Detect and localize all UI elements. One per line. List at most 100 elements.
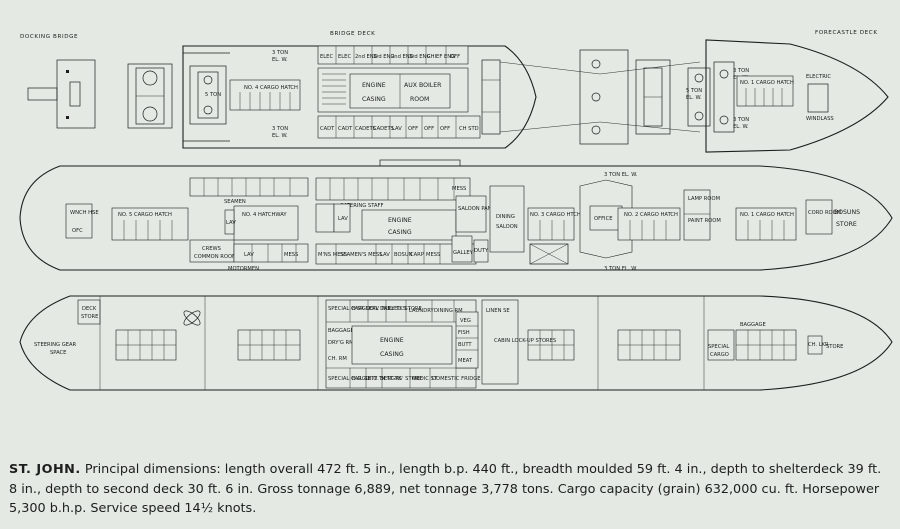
deck-label: CHIEF ENG: [427, 54, 455, 60]
plan-line: [189, 177, 309, 197]
deck-label: 5 TON: [686, 88, 702, 94]
plan-line: [807, 83, 829, 113]
plan-line: [618, 330, 680, 360]
plan-line: [239, 92, 291, 110]
deck-label: CADETS: [373, 126, 394, 132]
deck-label: BUTT: [458, 342, 472, 348]
plan-line: [317, 45, 469, 65]
deck-label: CARGO: [710, 352, 729, 358]
plan-line: [19, 165, 893, 271]
deck-label: NO. 1 CARGO HATCH: [740, 212, 794, 218]
plan-line: [69, 81, 81, 107]
deck-label: OFF: [450, 54, 460, 60]
deck-label: CH. RM: [328, 356, 347, 362]
deck-label: SEAMEN: [224, 199, 246, 205]
deck-label: DUTY MESS: [474, 248, 504, 254]
deck-label: LAV: [226, 220, 236, 226]
deck-label: 3rd ENG: [409, 54, 430, 60]
deck-label: B'SR SERV TKS: [352, 306, 390, 312]
second-deck-plan: DECK STORE STEERING GEAR SPACE: [19, 295, 893, 391]
plan-line: [599, 121, 701, 133]
no4-cargo-hatch: [229, 79, 301, 111]
deck-label: B.O. SETT TK: [352, 376, 386, 382]
deck-label: CASING: [362, 96, 386, 103]
plan-line: [591, 92, 601, 102]
deck-label: OIL DAILY TKS: [370, 306, 406, 312]
deck-label: CREWS: [202, 246, 221, 252]
deck-label: SPACE: [50, 350, 66, 356]
deck-label: 3 TON: [272, 50, 288, 56]
bridge-deck-title: BRIDGE DECK: [330, 31, 375, 37]
plan-line: [317, 115, 481, 139]
plan-line: [719, 115, 729, 125]
deck-label: STORE: [81, 314, 98, 320]
deck-label: BOSUN: [394, 252, 413, 258]
plan-line: [182, 45, 537, 149]
plan-line: [19, 295, 893, 391]
deck-label: LAMP ROOM: [688, 196, 720, 202]
shelter-deck-plan: WNCH HSE OFC NO. 5 CARGO HATCH SEAMEN NO…: [19, 159, 893, 272]
plan-line: [326, 300, 476, 388]
plan-line: [56, 59, 96, 129]
plan-line: [473, 239, 489, 263]
deck-label: MESS: [426, 252, 440, 258]
plan-line: [694, 111, 704, 121]
no5-cargo-hatch: [111, 207, 189, 241]
bridge-ton-label: 5 TON: [205, 92, 221, 98]
deck-label: ELECTRIC: [806, 74, 831, 80]
deck-label: AUX BOILER: [404, 82, 442, 89]
plan-line: [233, 243, 309, 263]
deck-label: LAV: [392, 126, 402, 132]
deck-label: M'NS MESS: [318, 252, 347, 258]
plan-line: [736, 330, 796, 360]
plan-line: [27, 87, 58, 101]
plan-line: [455, 195, 487, 233]
ship-name: ST. JOHN.: [9, 462, 81, 477]
plan-line: [251, 244, 297, 262]
plan-line: [203, 75, 213, 85]
plan-line: [694, 73, 704, 83]
deck-label: 3 TON: [272, 126, 288, 132]
plan-line: [499, 61, 601, 75]
forecastle-deck-title: FORECASTLE DECK: [815, 30, 878, 36]
deck-label: SALOON: [496, 224, 518, 230]
plan-line: [805, 199, 833, 235]
plan-line: [591, 59, 601, 69]
plan-line: [719, 69, 729, 79]
deck-label: MESS: [452, 186, 466, 192]
deck-label: OFFICE: [594, 216, 612, 222]
deck-label: SPECIAL: [708, 344, 729, 350]
plan-line: [189, 65, 227, 125]
plan-line: [197, 71, 219, 119]
deck-label: MEDIC ST.: [412, 376, 438, 382]
plan-line: [539, 220, 565, 240]
deck-label: LAV: [380, 252, 390, 258]
deck-label: MEAT: [458, 358, 473, 364]
plan-line: [315, 203, 335, 233]
deck-label: CH STD: [459, 126, 479, 132]
plan-line: [329, 178, 455, 200]
plan-line: [142, 106, 158, 122]
deck-label: ELEC: [338, 54, 351, 60]
deck-label: CATERING STAFF: [340, 203, 383, 209]
deck-label: OFC: [72, 228, 83, 234]
deck-label: EL. W.: [272, 133, 288, 139]
deck-label: FISH: [458, 330, 470, 336]
plan-line: [142, 70, 158, 86]
deck-label: STEERING GEAR: [34, 342, 77, 348]
plan-line: [579, 49, 629, 145]
foremast-winches: [579, 49, 671, 145]
plan-line: [629, 220, 667, 240]
propeller-icon: [183, 310, 201, 326]
deck-label: CABIN LOCK-UP STORES: [494, 338, 556, 344]
deck-label: 3rd ENG: [373, 54, 394, 60]
deck-label: CH. LKR: [808, 342, 829, 348]
plan-line: [333, 203, 351, 233]
deck-label: OFF: [424, 126, 434, 132]
plan-line: [238, 330, 300, 360]
deck-label: SPECIAL CARGO: [328, 376, 370, 382]
plan-line: [322, 73, 346, 105]
plan-line: [127, 63, 173, 129]
plan-line: [705, 39, 889, 153]
deck-label: NO. 2 CARGO HATCH: [624, 212, 678, 218]
